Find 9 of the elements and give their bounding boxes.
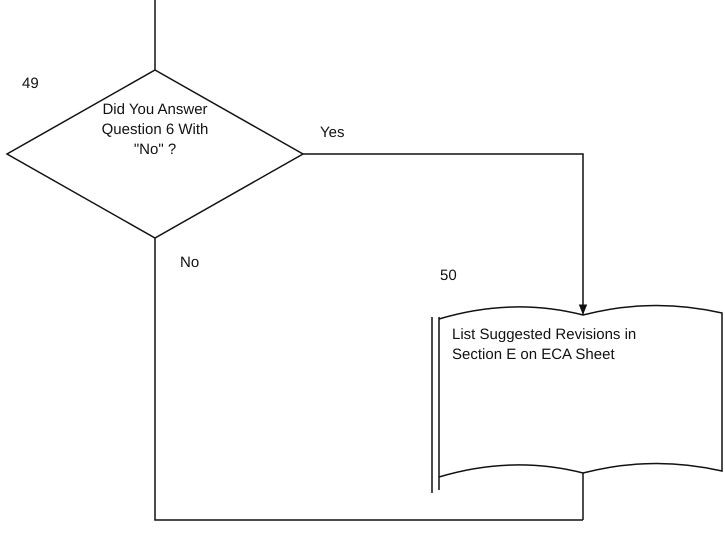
connector-line (154, 238, 583, 521)
connector-line (154, 0, 156, 70)
decision-diamond (7, 70, 303, 238)
step-text: List Suggested Revisions in Section E on ECA Sheet (452, 325, 637, 365)
arrow (303, 153, 588, 315)
question-text: Did You Answer Question 6 With "No" ? (100, 100, 210, 160)
step-number: 50 (440, 267, 457, 284)
connector-line (582, 473, 584, 520)
step-number: 49 (22, 75, 39, 92)
